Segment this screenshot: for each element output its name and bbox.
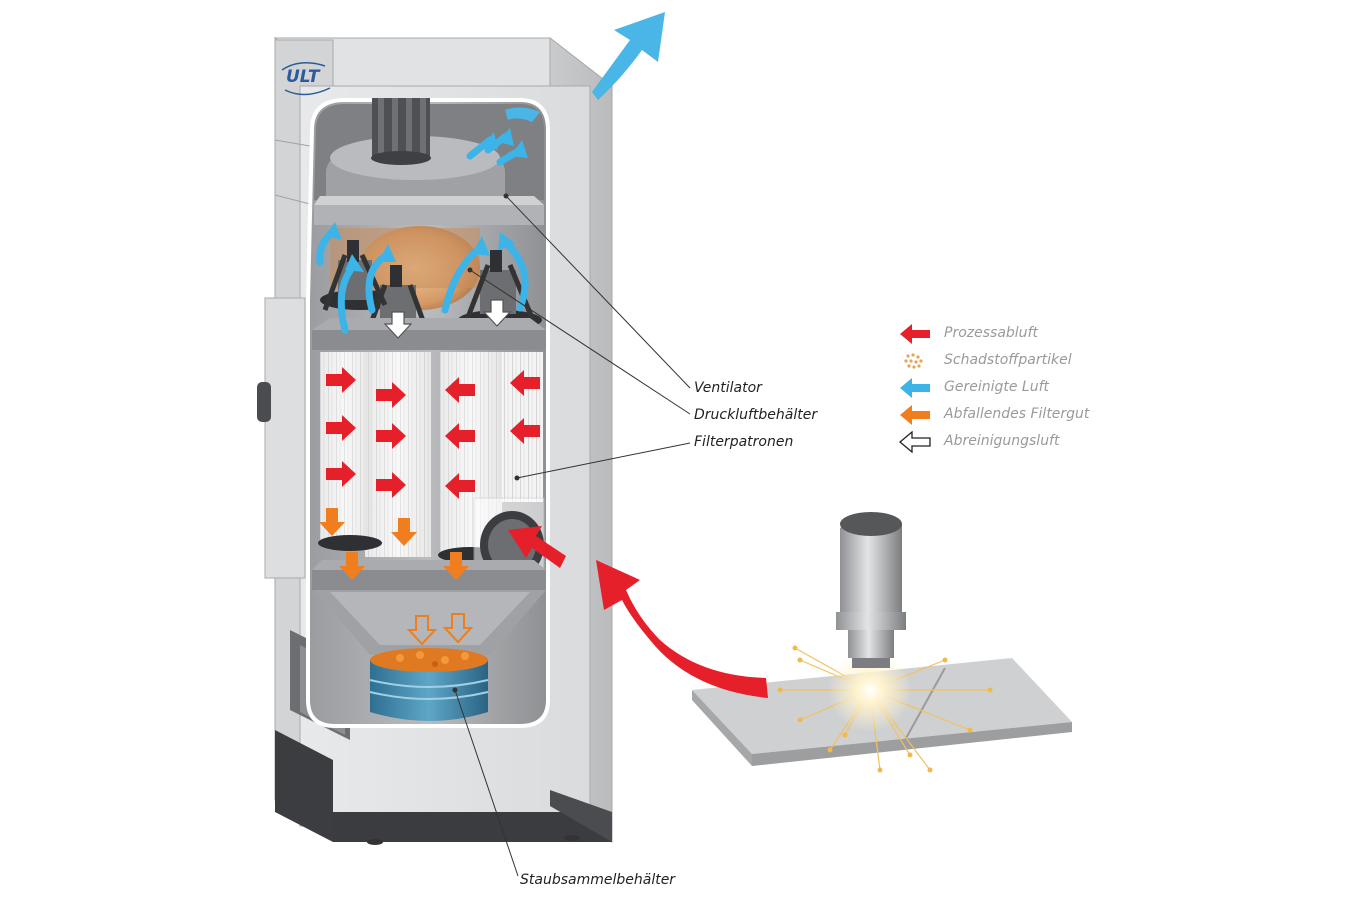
cleaning-air-arrows bbox=[383, 299, 512, 339]
label-filterpatronen: Filterpatronen bbox=[694, 434, 794, 450]
welding-spark-glow bbox=[828, 648, 912, 732]
hopper-outline-arrows bbox=[406, 613, 474, 646]
orange-arrow-icon bbox=[900, 405, 930, 425]
process-exhaust-intake-arrow bbox=[596, 560, 768, 698]
leader-lines bbox=[454, 195, 691, 877]
outline-arrow-icon bbox=[898, 431, 931, 453]
blue-arrow-icon bbox=[900, 378, 930, 398]
legend-label-gereinigte-luft: Gereinigte Luft bbox=[944, 379, 1050, 395]
red-arrow-icon bbox=[900, 324, 930, 344]
fan-housing bbox=[326, 98, 505, 205]
label-ventilator: Ventilator bbox=[694, 380, 762, 396]
particle-dots-icon bbox=[904, 353, 923, 369]
outlet-clean-air-arrow bbox=[592, 12, 665, 100]
legend-label-schadstoffpartikel: Schadstoffpartikel bbox=[944, 352, 1072, 368]
cutaway-interior bbox=[306, 98, 550, 728]
label-staubsammelbehaelter: Staubsammelbehälter bbox=[520, 872, 676, 888]
legend-label-abreinigungsluft: Abreinigungsluft bbox=[944, 433, 1060, 449]
falling-dust-arrows bbox=[319, 508, 469, 580]
brand-logo: ULT bbox=[286, 67, 321, 87]
label-druckluftbehaelter: Druckluftbehälter bbox=[694, 407, 818, 423]
process-air-arrows bbox=[326, 367, 566, 568]
legend-label-prozessabluft: Prozessabluft bbox=[944, 325, 1038, 341]
dust-collection-bucket bbox=[369, 648, 489, 721]
legend-label-abfallendes-filtergut: Abfallendes Filtergut bbox=[944, 406, 1090, 422]
extraction-nozzle bbox=[836, 512, 906, 668]
